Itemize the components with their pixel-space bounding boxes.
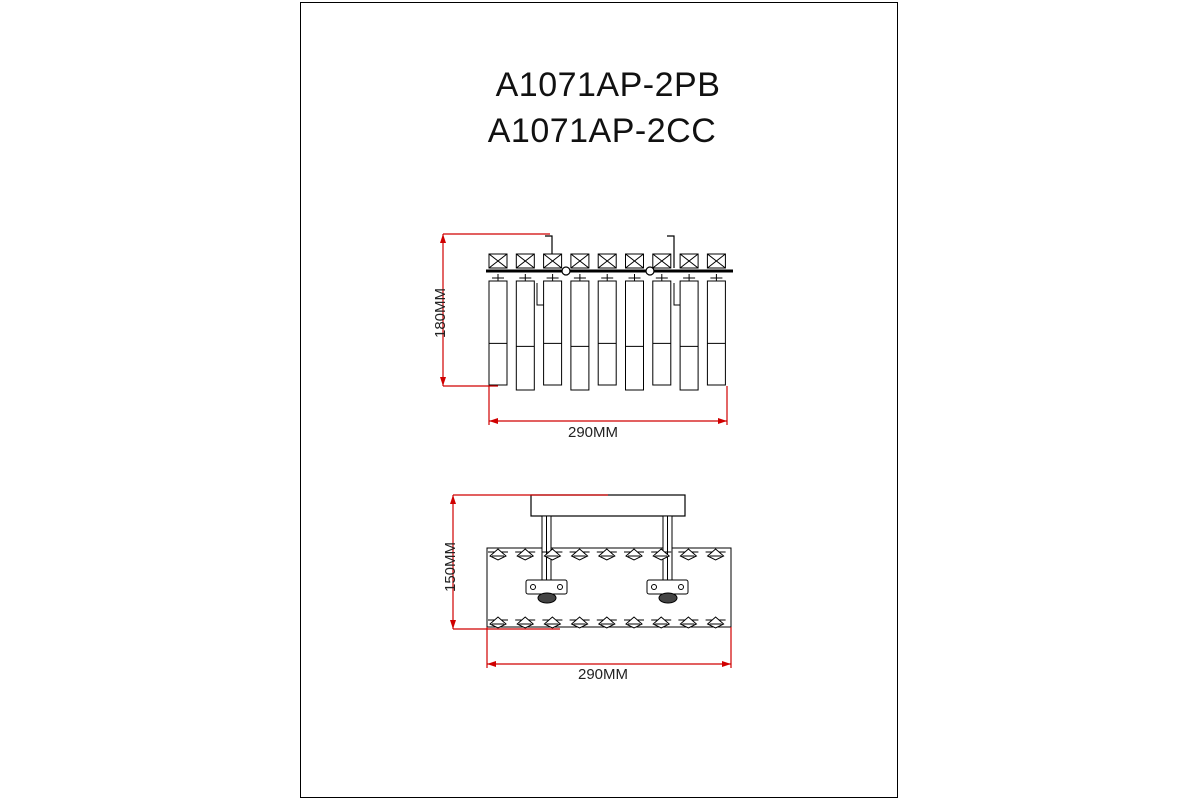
front-crystal-column bbox=[570, 253, 590, 391]
crystal-prism bbox=[543, 280, 563, 386]
front-view: 180MM 290MM bbox=[432, 233, 733, 441]
crystal-top-facet bbox=[570, 616, 589, 629]
front-crystal-column bbox=[597, 253, 617, 386]
crystal-prism bbox=[706, 280, 726, 386]
top-view: 150MM 290MM bbox=[442, 494, 732, 683]
top-crystal-back-row bbox=[651, 616, 672, 629]
top-crystal-front-row bbox=[596, 548, 617, 561]
top-depth-dimension bbox=[450, 494, 608, 630]
top-crystal-back-row bbox=[705, 616, 726, 629]
crystal-top-facet bbox=[570, 548, 589, 561]
crystal-top-facet bbox=[543, 548, 562, 561]
crystal-prism bbox=[625, 280, 644, 391]
front-crystal-column bbox=[625, 253, 644, 391]
front-crystals bbox=[488, 253, 726, 391]
crystal-top-facet bbox=[597, 548, 616, 561]
model-title-pb: A1071AP-2PB bbox=[495, 66, 721, 104]
top-crystal-front-row bbox=[542, 548, 563, 561]
top-crystal-front-row bbox=[569, 548, 590, 561]
top-crystal-back-row bbox=[542, 616, 563, 629]
top-crystal-back-row bbox=[624, 616, 644, 629]
top-crystal-front-row bbox=[488, 548, 508, 561]
front-height-label: 180MM bbox=[432, 288, 449, 338]
top-crystal-back-row bbox=[678, 616, 699, 629]
top-crystal-front-row bbox=[515, 548, 536, 561]
crystal-top-facet bbox=[489, 616, 507, 629]
front-width-dimension bbox=[488, 386, 728, 425]
top-body-frame bbox=[486, 547, 732, 628]
top-bracket-left bbox=[525, 579, 568, 604]
crystal-top-facet bbox=[516, 548, 535, 561]
front-joint-right bbox=[645, 266, 655, 276]
crystal-top-facet bbox=[679, 616, 698, 629]
crystal-prism bbox=[597, 280, 617, 386]
top-crystal-back-row bbox=[488, 616, 508, 629]
front-crystal-column bbox=[706, 253, 726, 386]
crystal-top-facet bbox=[652, 616, 671, 629]
crystal-top-facet bbox=[706, 548, 725, 561]
crystal-top-facet bbox=[652, 548, 671, 561]
top-crystal-back-row bbox=[596, 616, 617, 629]
top-width-dimension bbox=[486, 627, 732, 668]
crystal-top-facet bbox=[679, 548, 698, 561]
crystal-top-facet bbox=[625, 616, 643, 629]
crystal-top-facet bbox=[516, 616, 535, 629]
top-bracket-right bbox=[646, 579, 689, 604]
top-crystals bbox=[488, 548, 726, 629]
crystal-holder-cross bbox=[543, 253, 562, 269]
top-width-label: 290MM bbox=[578, 666, 628, 683]
top-crystal-front-row bbox=[705, 548, 726, 561]
front-crystal-column bbox=[515, 253, 535, 391]
front-crystal-column bbox=[543, 253, 563, 386]
crystal-top-facet bbox=[597, 616, 616, 629]
front-mount-post-right bbox=[667, 235, 675, 268]
crystal-top-facet bbox=[543, 616, 562, 629]
crystal-holder-cross bbox=[652, 253, 672, 269]
crystal-prism bbox=[652, 280, 672, 386]
crystal-holder-cross bbox=[597, 253, 617, 269]
crystal-holder-cross bbox=[707, 253, 726, 269]
crystal-top-facet bbox=[625, 548, 643, 561]
top-crystal-front-row bbox=[678, 548, 699, 561]
front-joint-left bbox=[561, 266, 571, 276]
crystal-prism bbox=[488, 280, 508, 386]
crystal-prism bbox=[570, 280, 590, 391]
top-depth-label: 150MM bbox=[442, 542, 459, 592]
crystal-holder-cross bbox=[515, 253, 535, 269]
crystal-prism bbox=[679, 280, 699, 391]
crystal-top-facet bbox=[489, 548, 507, 561]
front-crystal-column bbox=[679, 253, 699, 391]
top-canopy bbox=[530, 494, 686, 517]
top-crystal-back-row bbox=[515, 616, 536, 629]
top-crystal-back-row bbox=[569, 616, 590, 629]
front-crystal-column bbox=[652, 253, 672, 386]
top-crystal-front-row bbox=[624, 548, 644, 561]
crystal-holder-cross bbox=[679, 253, 699, 269]
crystal-holder-cross bbox=[570, 253, 590, 269]
front-crystal-column bbox=[488, 253, 508, 386]
model-title-cc: A1071AP-2CC bbox=[487, 112, 717, 150]
drawing-sheet bbox=[300, 2, 898, 798]
crystal-holder-cross bbox=[488, 253, 508, 269]
crystal-top-facet bbox=[706, 616, 725, 629]
crystal-prism bbox=[515, 280, 535, 391]
crystal-holder-cross bbox=[625, 253, 644, 269]
front-height-dimension bbox=[440, 233, 550, 387]
top-crystal-front-row bbox=[651, 548, 672, 561]
front-width-label: 290MM bbox=[568, 424, 618, 441]
